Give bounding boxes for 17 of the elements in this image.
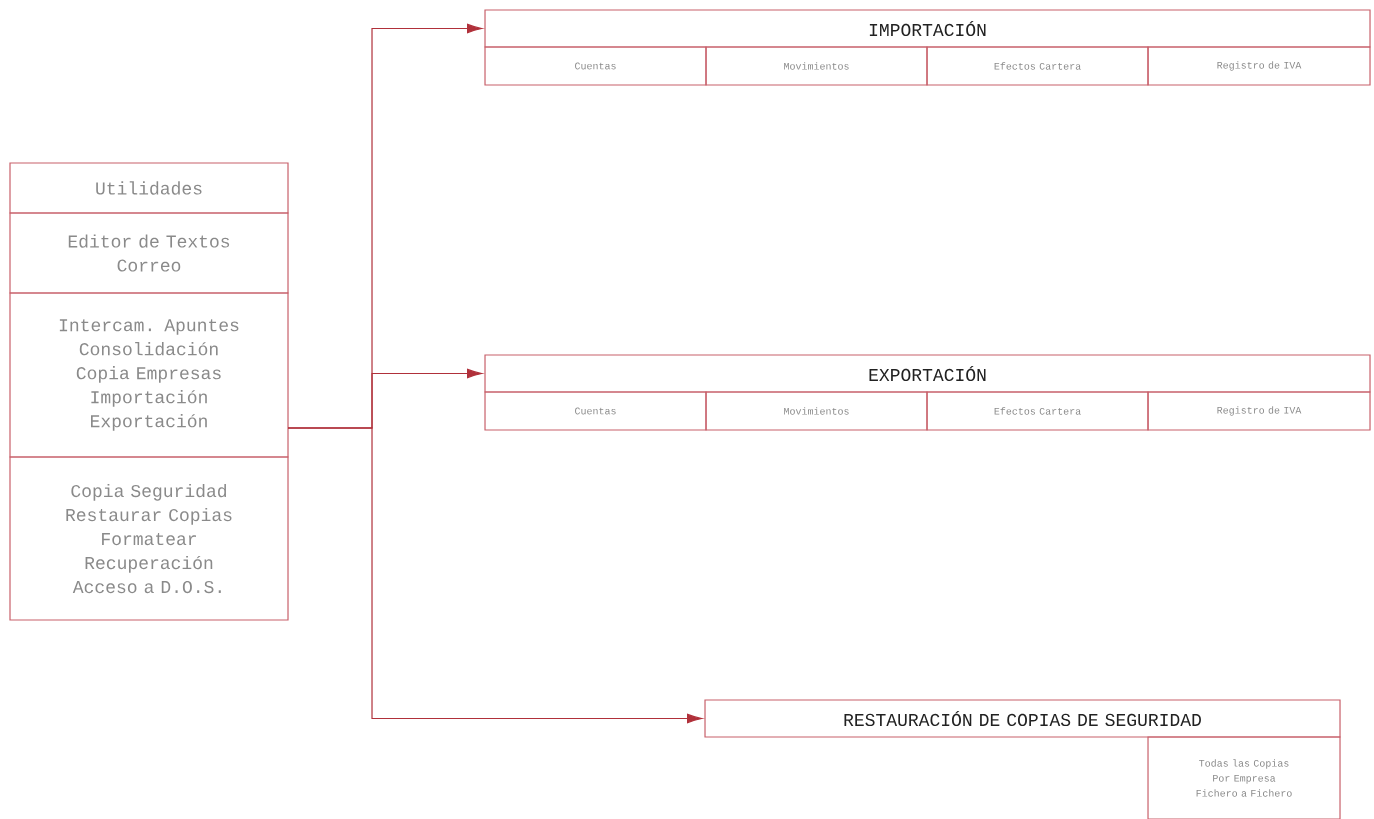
table-cell: Movimientos xyxy=(705,391,928,431)
table-header: IMPORTACIÓN xyxy=(484,9,1371,48)
table-header: EXPORTACIÓN xyxy=(484,354,1371,393)
table-cell: Registro de IVA xyxy=(1147,391,1371,431)
table-cell: Efectos Cartera xyxy=(926,46,1149,86)
menu-section: Copia Seguridad Restaurar Copias Formatear Recuperación Acceso a D.O.S. xyxy=(9,456,289,621)
table-cell: Cuentas xyxy=(484,391,707,431)
arrow xyxy=(287,427,703,724)
menu-section: Editor de Textos Correo xyxy=(9,212,289,294)
table-cell: Todas las Copias Por Empresa Fichero a Fichero xyxy=(1147,736,1341,819)
menu-section: Intercam. Apuntes Consolidación Copia Empresas Importación Exportación xyxy=(9,292,289,458)
table-cell: Registro de IVA xyxy=(1147,46,1371,86)
table-cell: Movimientos xyxy=(705,46,928,86)
table-header: RESTAURACIÓN DE COPIAS DE SEGURIDAD xyxy=(704,699,1341,738)
table-cell: Efectos Cartera xyxy=(926,391,1149,431)
menu-header: Utilidades xyxy=(9,162,289,214)
table-cell: Cuentas xyxy=(484,46,707,86)
